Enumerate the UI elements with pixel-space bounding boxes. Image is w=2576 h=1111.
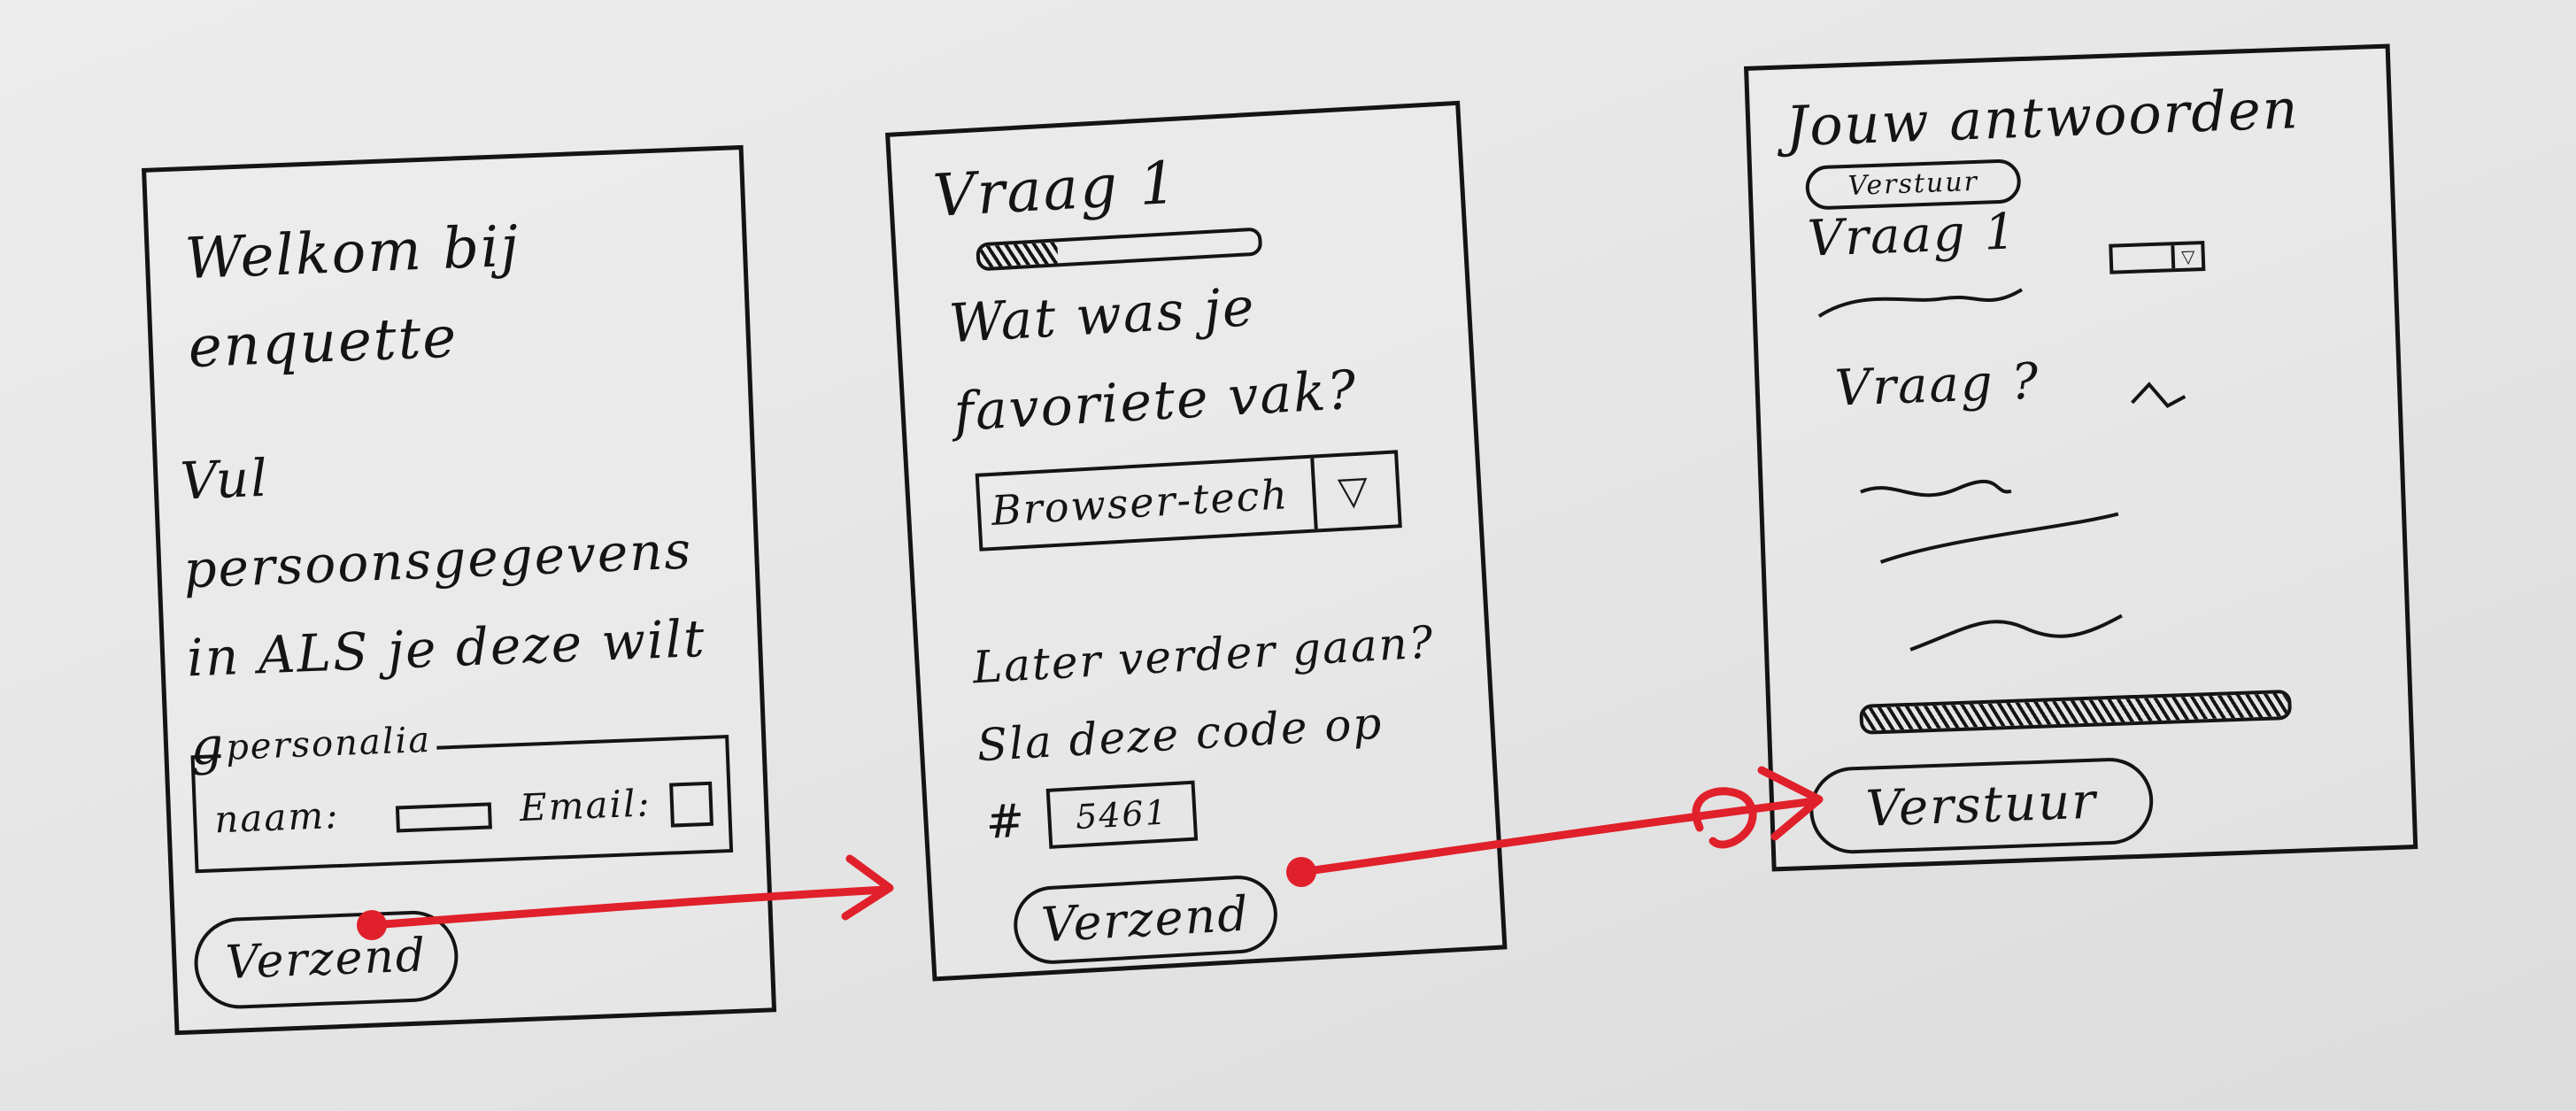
arrowhead-2 [1757, 766, 1824, 841]
flow-dot-2 [1286, 857, 1316, 887]
arrowhead-1 [841, 854, 894, 921]
line-scribble-1 [1860, 479, 2012, 498]
scribble-lines [1817, 288, 2187, 652]
wireframe-screen-overview: Jouw antwoorden Verstuur Vraag 1 ▽ Vraag… [1744, 43, 2418, 872]
flow-dot-1 [357, 910, 387, 940]
arrow-loop-scribble [1692, 787, 1757, 849]
answer1-scribble [1817, 288, 2024, 318]
line-scribble-2 [1879, 512, 2119, 564]
answer2-check-scribble [2131, 382, 2187, 409]
arrow-screen1-to-screen2 [367, 885, 890, 930]
arrow-screen2-to-screen3 [1297, 797, 1819, 876]
line-scribble-3 [1909, 613, 2123, 652]
